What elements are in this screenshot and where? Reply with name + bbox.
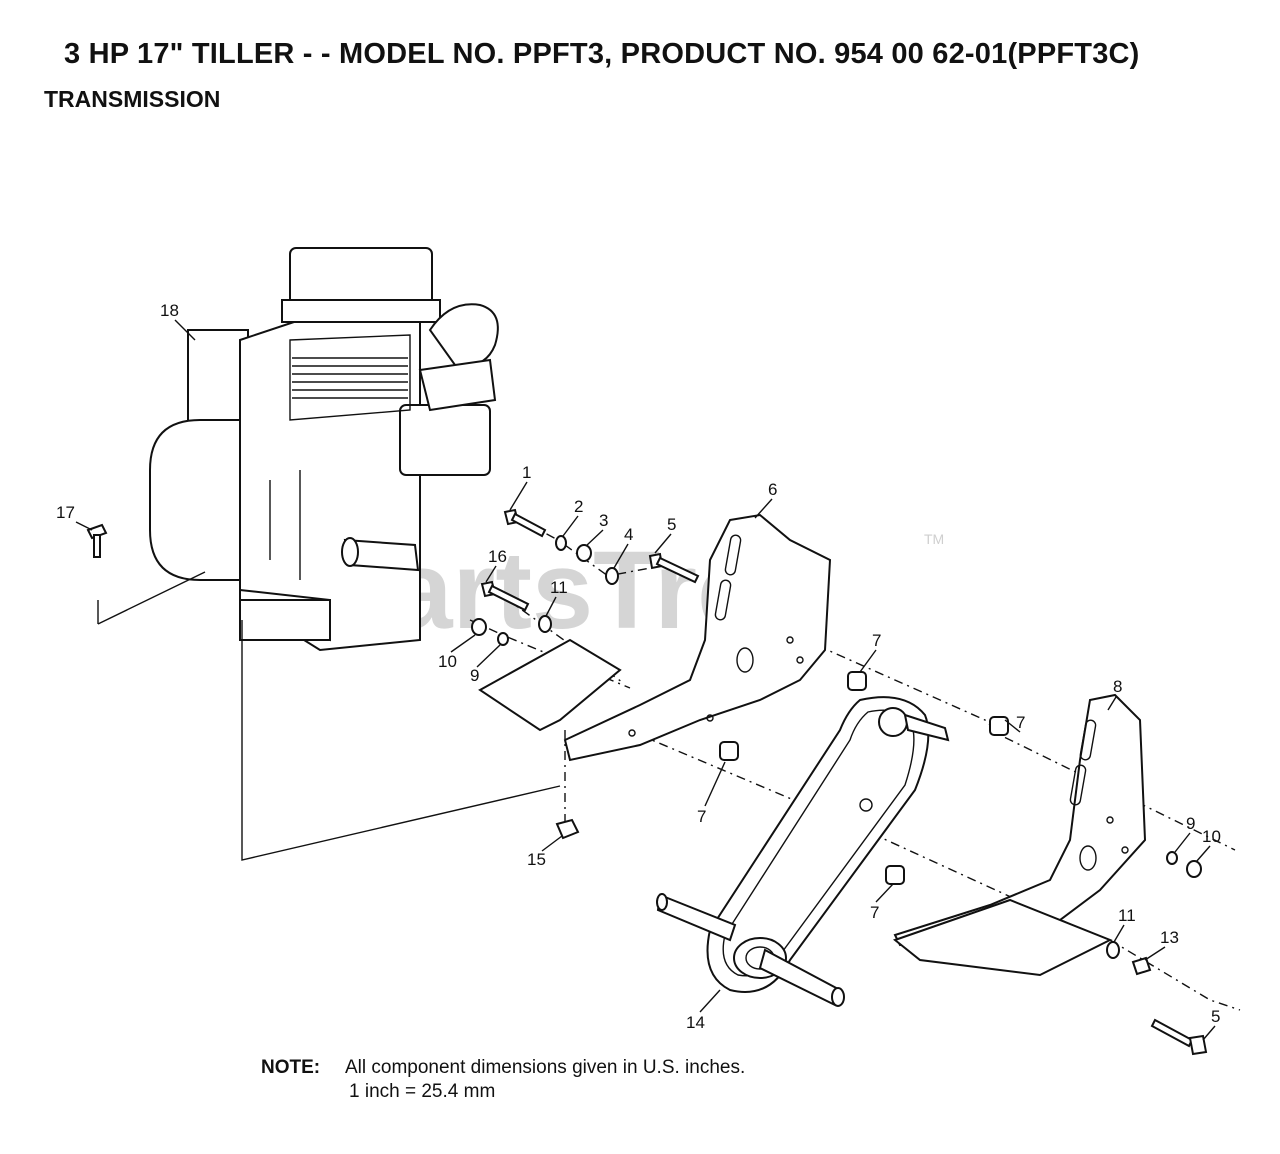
watermark-tm: TM <box>924 531 944 547</box>
bracket-part-8[interactable] <box>892 693 1147 977</box>
transmission-part-14[interactable] <box>656 696 950 1007</box>
washer-part-10-left[interactable] <box>471 618 487 636</box>
note-line-1: NOTE: All component dimensions given in U… <box>261 1056 745 1080</box>
callout-4: 4 <box>624 525 633 544</box>
washer-part-10-right[interactable] <box>1186 860 1202 878</box>
callout-5-upper: 5 <box>667 515 676 534</box>
callout-10-left: 10 <box>438 652 457 671</box>
callout-18: 18 <box>160 301 179 320</box>
spacer-part-7-a[interactable] <box>847 671 867 691</box>
washer-part-2[interactable] <box>555 535 567 551</box>
callout-1: 1 <box>522 463 531 482</box>
nut-part-13[interactable] <box>1131 956 1152 976</box>
lockwasher-part-9-left[interactable] <box>497 632 509 646</box>
engine-part-18[interactable] <box>149 247 499 652</box>
bolt-part-5-upper[interactable] <box>648 552 700 584</box>
callout-6: 6 <box>768 480 777 499</box>
callout-8: 8 <box>1113 677 1122 696</box>
callout-9-right: 9 <box>1186 814 1195 833</box>
washer-part-11-lower[interactable] <box>1106 941 1120 959</box>
bolt-part-16[interactable] <box>480 580 530 612</box>
section-title: TRANSMISSION <box>44 86 221 112</box>
bolt-part-17[interactable] <box>86 523 108 558</box>
callout-10-right: 10 <box>1202 827 1221 846</box>
note-block: NOTE: All component dimensions given in U… <box>261 1056 745 1104</box>
callout-13: 13 <box>1160 928 1179 947</box>
spacer-part-7-b[interactable] <box>989 716 1009 736</box>
callout-11-upper: 11 <box>550 578 568 597</box>
callout-16: 16 <box>488 547 507 566</box>
bolt-part-1[interactable] <box>503 508 547 538</box>
nut-part-15[interactable] <box>555 818 580 840</box>
callout-17: 17 <box>56 503 75 522</box>
spacer-part-7-d[interactable] <box>885 865 905 885</box>
note-label: NOTE: <box>261 1057 321 1078</box>
callout-15: 15 <box>527 850 546 869</box>
callout-2: 2 <box>574 497 583 516</box>
callout-7-d: 7 <box>870 903 879 922</box>
bolt-part-5-lower[interactable] <box>1150 1018 1208 1056</box>
washer-part-11-upper[interactable] <box>538 615 552 633</box>
lockwasher-part-9-right[interactable] <box>1166 851 1178 865</box>
callout-7-c: 7 <box>697 807 706 826</box>
note-line-2: 1 inch = 25.4 mm <box>349 1081 496 1102</box>
callout-5-lower: 5 <box>1211 1007 1220 1026</box>
callout-7-a: 7 <box>872 631 881 650</box>
bracket-part-6[interactable] <box>478 513 832 762</box>
callout-7-b: 7 <box>1016 713 1025 732</box>
note-text-1: All component dimensions given in U.S. i… <box>345 1057 746 1078</box>
callout-3: 3 <box>599 511 608 530</box>
callout-14: 14 <box>686 1013 705 1032</box>
callout-9-left: 9 <box>470 666 479 685</box>
callout-11-lower: 11 <box>1118 906 1136 925</box>
washer-part-4[interactable] <box>605 567 619 585</box>
page-title: 3 HP 17" TILLER - - MODEL NO. PPFT3, PRO… <box>64 38 1140 70</box>
washer-part-3[interactable] <box>576 544 592 562</box>
spacer-part-7-c[interactable] <box>719 741 739 761</box>
